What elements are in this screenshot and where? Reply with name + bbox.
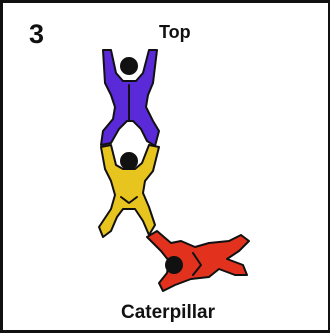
label-top: Top [159,22,191,42]
jumper-middle-head [120,152,138,170]
jumper-middle-body [98,144,160,238]
jumper-top [100,49,160,147]
jumper-top-head [120,57,138,75]
formation-diagram [98,49,250,292]
formation-caption: Caterpillar [121,302,215,323]
jumper-bottom-head [165,256,183,274]
panel-number: 3 [29,19,45,49]
jumper-middle-seam [120,196,138,204]
jumper-bottom [146,230,250,292]
jumper-middle [98,144,160,238]
jumper-bottom-seam [192,252,202,276]
